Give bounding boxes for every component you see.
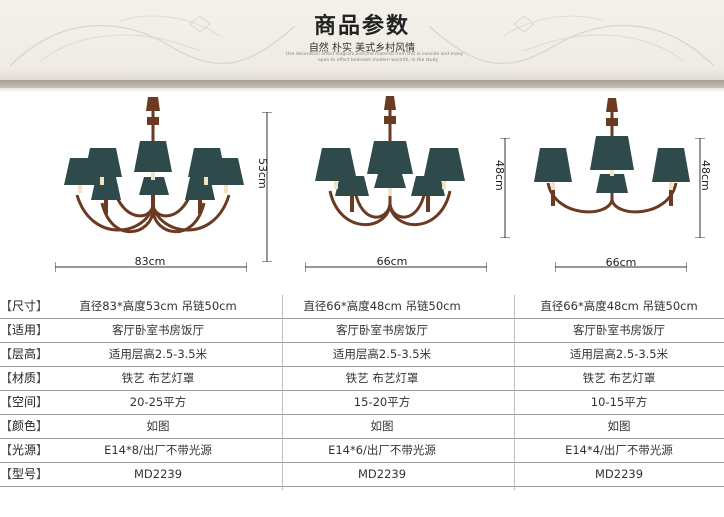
table-cell: 客厅卧室书房饭厅 (112, 323, 204, 337)
height-dimension-line (500, 138, 510, 238)
width-dimension-line (305, 262, 487, 272)
ornament-flourish-right (428, 15, 715, 67)
page-title: 商品参数 (313, 14, 410, 39)
column-divider (282, 295, 283, 490)
row-label: 【空间】 (0, 395, 49, 409)
table-cell: E14*6/出厂不带光源 (328, 443, 436, 457)
width-dimension-line (555, 262, 687, 272)
table-cell: E14*4/出厂不带光源 (565, 443, 673, 457)
table-cell: MD2239 (357, 467, 407, 481)
table-cell: 适用层高2.5-3.5米 (569, 347, 669, 361)
width-dimension-line (55, 262, 247, 272)
table-row: 【材质】 铁艺 布艺灯罩 铁艺 布艺灯罩 铁艺 布艺灯罩 (0, 367, 724, 391)
table-cell: 铁艺 布艺灯罩 (345, 371, 419, 385)
row-label: 【光源】 (0, 443, 49, 457)
chandelier-6-light-image (315, 96, 465, 226)
table-cell: 客厅卧室书房饭厅 (336, 323, 428, 337)
chandelier-8-light-image (64, 97, 244, 234)
table-row: 【尺寸】 直径83*高度53cm 吊链50cm 直径66*高度48cm 吊链50… (0, 295, 724, 319)
table-cell: E14*8/出厂不带光源 (104, 443, 212, 457)
table-cell: 15-20平方 (353, 395, 411, 409)
table-cell: 铁艺 布艺灯罩 (121, 371, 195, 385)
table-cell: 直径66*高度48cm 吊链50cm (303, 299, 461, 313)
table-row: 【层高】 适用层高2.5-3.5米 适用层高2.5-3.5米 适用层高2.5-3… (0, 343, 724, 367)
width-label: 66cm (605, 256, 637, 269)
table-cell: 客厅卧室书房饭厅 (573, 323, 665, 337)
table-cell: 10-15平方 (590, 395, 648, 409)
fine-print: open to effect bedroom modern warmth, in… (318, 58, 439, 63)
banner-shadow (0, 80, 724, 92)
row-label: 【材质】 (0, 371, 49, 385)
page-subtitle: 自然 朴实 美式乡村风情 (308, 43, 416, 54)
row-label: 【型号】 (0, 467, 49, 481)
spec-table: 【尺寸】 直径83*高度53cm 吊链50cm 直径66*高度48cm 吊链50… (0, 295, 724, 487)
table-cell: 如图 (370, 419, 394, 433)
column-divider (514, 295, 515, 490)
table-row: 【适用】 客厅卧室书房饭厅 客厅卧室书房饭厅 客厅卧室书房饭厅 (0, 319, 724, 343)
table-row: 【光源】 E14*8/出厂不带光源 E14*6/出厂不带光源 E14*4/出厂不… (0, 439, 724, 463)
table-cell: 铁艺 布艺灯罩 (582, 371, 656, 385)
table-cell: MD2239 (594, 467, 644, 481)
width-label: 83cm (134, 255, 166, 268)
height-label: 48cm (493, 160, 506, 191)
table-row: 【颜色】 如图 如图 如图 (0, 415, 724, 439)
table-cell: 适用层高2.5-3.5米 (332, 347, 432, 361)
table-row: 【空间】 20-25平方 15-20平方 10-15平方 (0, 391, 724, 415)
height-label: 53cm (256, 158, 269, 189)
table-cell: MD2239 (133, 467, 183, 481)
fine-print: Use decoration effect diagram,also,the m… (286, 52, 464, 57)
row-label: 【层高】 (0, 347, 49, 361)
table-cell: 适用层高2.5-3.5米 (108, 347, 208, 361)
header-banner: 商品参数 自然 朴实 美式乡村风情 Use decoration effect … (0, 0, 724, 88)
table-cell: 如图 (607, 419, 631, 433)
row-label: 【适用】 (0, 323, 49, 337)
chandelier-4-light-image (534, 98, 690, 214)
table-cell: 20-25平方 (129, 395, 187, 409)
table-cell: 如图 (146, 419, 170, 433)
ornament-flourish-left (9, 15, 296, 67)
row-label: 【颜色】 (0, 419, 49, 433)
table-row: 【型号】 MD2239 MD2239 MD2239 (0, 463, 724, 487)
row-label: 【尺寸】 (0, 299, 49, 313)
height-dimension-line (262, 112, 272, 262)
width-label: 66cm (376, 255, 408, 268)
height-dimension-line (695, 138, 705, 238)
table-cell: 直径66*高度48cm 吊链50cm (540, 299, 698, 313)
height-label: 48cm (699, 160, 712, 191)
table-cell: 直径83*高度53cm 吊链50cm (79, 299, 237, 313)
